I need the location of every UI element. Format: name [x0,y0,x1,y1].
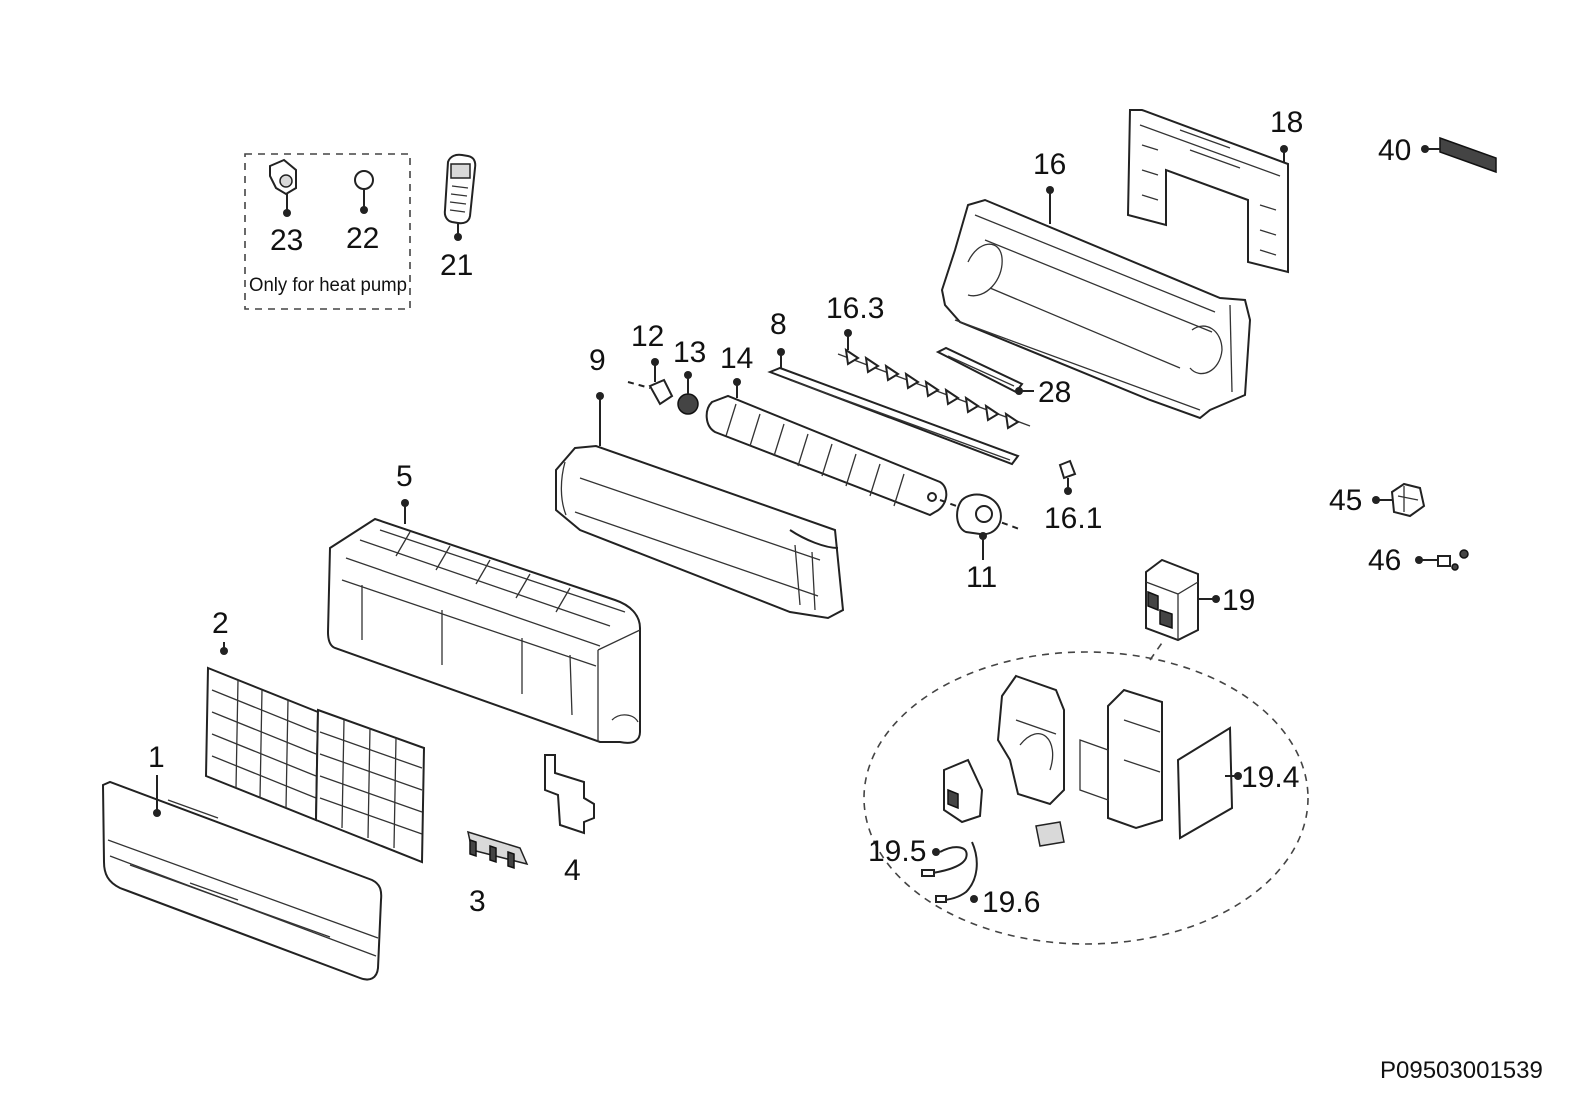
callout-2: 2 [212,607,229,640]
callout-9: 9 [589,344,606,377]
callout-16: 16 [1033,148,1066,181]
callout-3: 3 [469,885,486,918]
callout-19-4: 19.4 [1241,761,1299,794]
callout-1: 1 [148,741,165,774]
callout-19-5: 19.5 [868,835,926,868]
part-5-front-chassis [326,517,641,744]
callout-46: 46 [1368,544,1401,577]
part-28-connecting-rod [935,346,1024,394]
part-12-bearing-holder [627,378,674,406]
part-45-clip [1390,482,1426,518]
callout-19: 19 [1222,584,1255,617]
part-16-3-vertical-blades [837,347,1031,430]
callout-28: 28 [1038,376,1071,409]
callout-12: 12 [631,320,664,353]
part-19-5-sensor [921,846,968,877]
part-40-insulation [1439,136,1497,174]
callout-13: 13 [673,336,706,369]
part-19-control-box [1145,558,1199,642]
callout-16-3: 16.3 [826,292,884,325]
document-id: P09503001539 [1380,1057,1543,1084]
callout-14: 14 [720,342,753,375]
part-19-6-sensor [935,841,978,903]
part-4-box-cover [544,754,595,835]
part-46-fastener [1437,549,1469,571]
electrical-detail-group [863,639,1309,945]
part-8-louver [767,366,1020,466]
part-9-evaporator [555,444,845,620]
callout-18: 18 [1270,106,1303,139]
heat-pump-note: Only for heat pump [249,275,407,296]
part-18-mounting-plate [1126,109,1289,274]
callout-5: 5 [396,460,413,493]
part-13-rubber-ring [677,393,699,415]
part-2-air-filters [204,666,426,864]
callout-11: 11 [966,561,997,594]
part-14-cross-flow-fan [705,394,948,517]
callout-45: 45 [1329,484,1362,517]
callout-16-1: 16.1 [1044,502,1102,535]
part-16-1-stepper-motor [1058,459,1077,480]
callout-4: 4 [564,854,581,887]
callout-8: 8 [770,308,787,341]
callout-23: 23 [270,224,303,257]
callout-19-6: 19.6 [982,886,1040,919]
callout-22: 22 [346,222,379,255]
part-1-front-panel [101,780,383,981]
part-11-fan-motor [939,493,1023,536]
callout-21: 21 [440,249,473,282]
part-16-chassis [940,198,1252,420]
part-3-bracket [466,830,529,870]
accessory-box [244,153,411,310]
part-21-remote-control [443,153,477,225]
callout-40: 40 [1378,134,1411,167]
